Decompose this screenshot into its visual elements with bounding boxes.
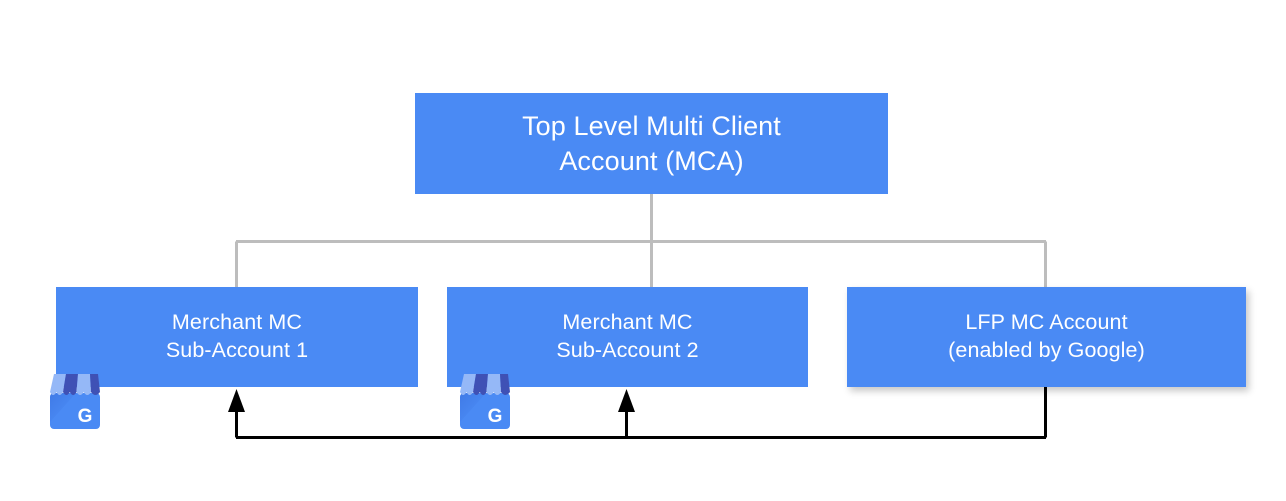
node-top-level-mca-label: Top Level Multi Client Account (MCA) [522, 110, 781, 176]
flow-arrowhead-sub2 [618, 389, 635, 412]
node-merchant-mc-sub-account-1-label: Merchant MC Sub-Account 1 [165, 310, 309, 362]
node-merchant-mc-sub-account-2-label: Merchant MC Sub-Account 2 [556, 310, 699, 362]
node-lfp-mc-account[interactable]: LFP MC Account (enabled by Google) [847, 287, 1246, 387]
node-lfp-mc-account-label: LFP MC Account (enabled by Google) [948, 310, 1145, 362]
node-merchant-mc-sub-account-1[interactable]: Merchant MC Sub-Account 1 [56, 287, 418, 387]
gmb-letter-g: G [78, 406, 93, 427]
tree-connector-group [235, 194, 1047, 288]
node-top-level-mca[interactable]: Top Level Multi Client Account (MCA) [415, 93, 888, 194]
google-my-business-icon: G [460, 374, 510, 429]
flow-arrowhead-sub1 [228, 389, 245, 412]
gmb-letter-g: G [488, 406, 503, 427]
google-my-business-icon: G [50, 374, 100, 429]
node-merchant-mc-sub-account-2[interactable]: Merchant MC Sub-Account 2 [447, 287, 808, 387]
flow-connector-group [235, 386, 1047, 439]
